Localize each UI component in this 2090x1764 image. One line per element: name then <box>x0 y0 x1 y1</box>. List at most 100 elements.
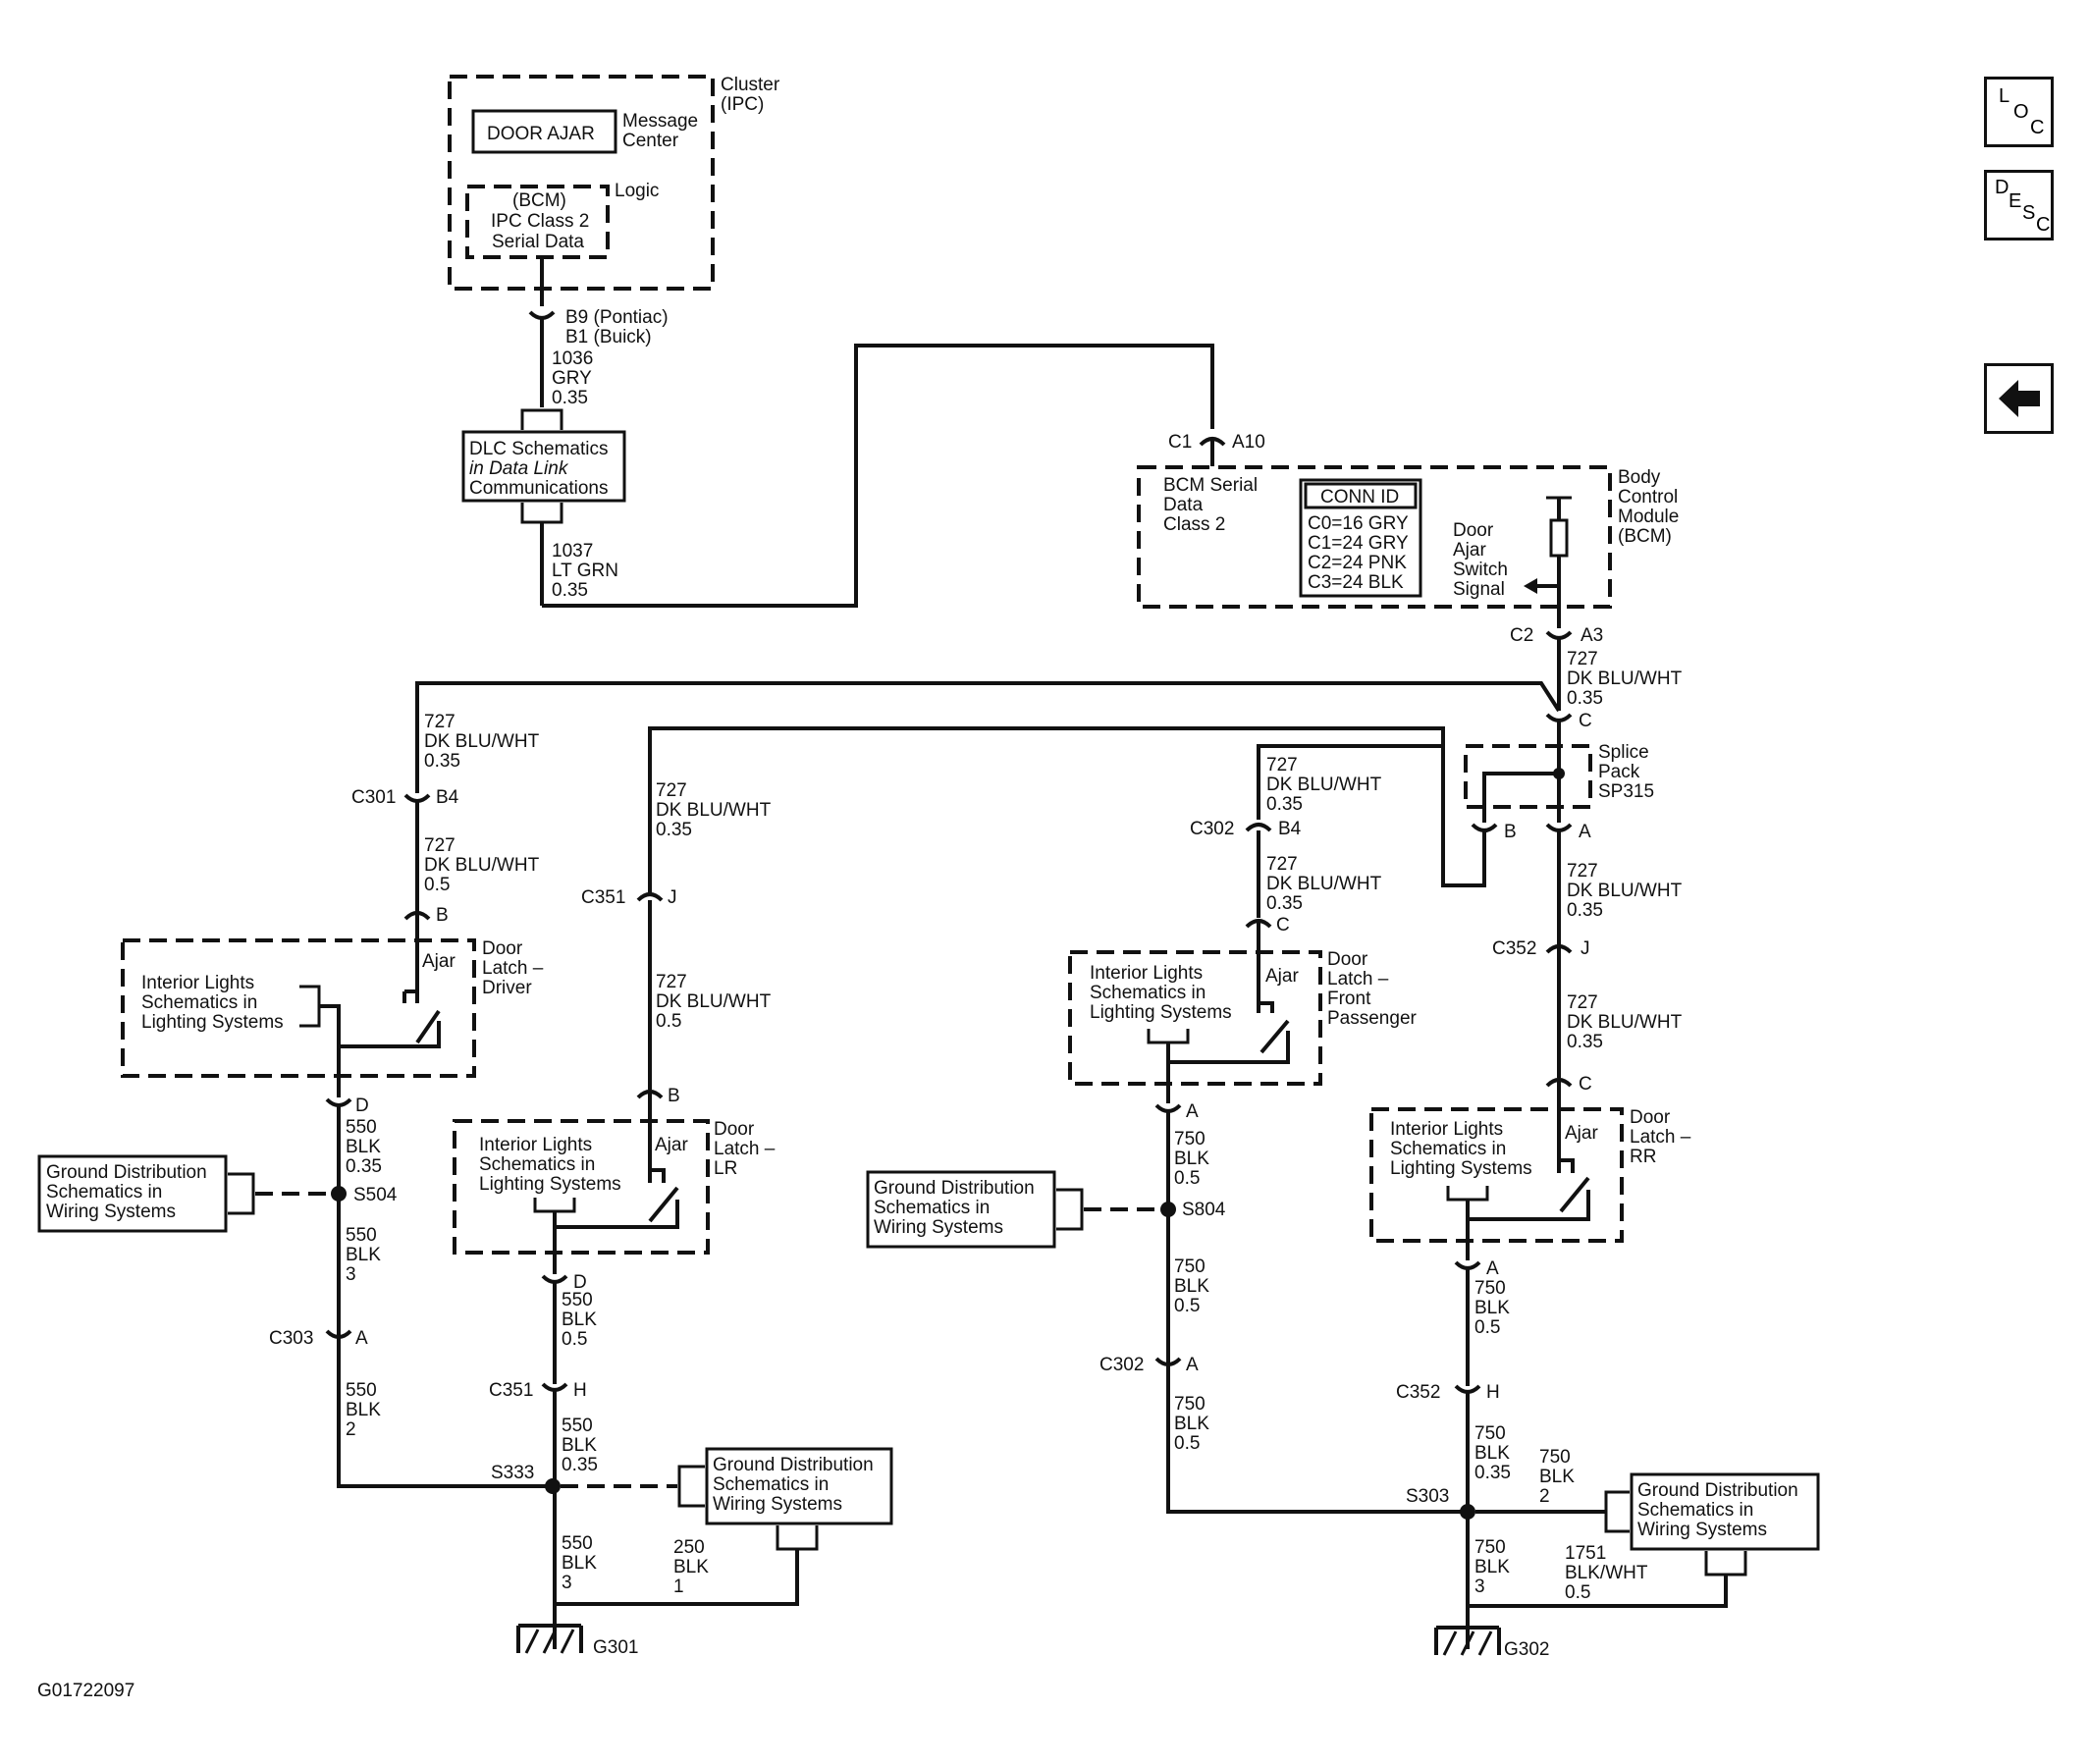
fp-latch-label-1: Door <box>1327 949 1368 970</box>
bcm-name-1: Body <box>1618 467 1661 488</box>
fp-w1-size: 0.35 <box>1266 794 1303 815</box>
splice-label-1: Splice <box>1598 742 1649 763</box>
rr-w4-color: BLK <box>1474 1443 1510 1464</box>
driver-w5-color: BLK <box>346 1400 381 1420</box>
rr-il-label-1: Interior Lights <box>1390 1119 1503 1140</box>
rr-il-label-3: Lighting Systems <box>1390 1158 1532 1179</box>
rr-w6-num: 1751 <box>1565 1543 1606 1564</box>
rr-w5-color: BLK <box>1474 1557 1510 1577</box>
back-button[interactable] <box>1984 363 2054 434</box>
s504-splice <box>331 1186 347 1202</box>
door-ajar-text: DOOR AJAR <box>487 124 595 144</box>
fp-w3-color: BLK <box>1174 1149 1209 1169</box>
lr-w6-color: BLK <box>673 1557 709 1577</box>
bcm-a10-label: A10 <box>1232 432 1265 453</box>
rr-w4-num: 750 <box>1474 1423 1506 1444</box>
s804-splice <box>1160 1202 1176 1217</box>
pullup-resistor-icon <box>1549 518 1569 558</box>
driver-gd-label-2: Schematics in <box>46 1182 162 1203</box>
driver-w1-size: 0.35 <box>424 751 460 772</box>
ipc-pin-label-2: B1 (Buick) <box>565 327 652 347</box>
lr-w2-size: 0.5 <box>656 1011 681 1032</box>
loc-button[interactable]: L O C <box>1984 77 2054 147</box>
lr-pin-b: B <box>668 1086 680 1106</box>
rr-gd-label-3: Wiring Systems <box>1637 1520 1767 1540</box>
fp-latch-label-2: Latch – <box>1327 969 1389 989</box>
g302-ground-icon <box>1434 1626 1501 1656</box>
fp-w2-size: 0.35 <box>1266 893 1303 914</box>
door-ajar-switch-label-2: Ajar <box>1453 540 1486 561</box>
lr-w3-size: 0.5 <box>562 1329 587 1350</box>
driver-ground-dist-box <box>37 1154 228 1233</box>
fp-w1-color: DK BLU/WHT <box>1266 775 1382 795</box>
driver-latch-label-2: Latch – <box>482 958 544 979</box>
driver-w5-size: 2 <box>346 1419 356 1440</box>
rr-w4-size: 0.35 <box>1474 1463 1511 1483</box>
ipc-pin-label-1: B9 (Pontiac) <box>565 307 669 328</box>
door-ajar-display <box>471 109 617 154</box>
conn-id-title: CONN ID <box>1320 487 1399 508</box>
bcm-c1-connector <box>1199 437 1226 447</box>
w727-bcm-size: 0.35 <box>1567 688 1603 709</box>
conn-id-c2: C2=24 PNK <box>1308 553 1407 573</box>
driver-w5-num: 550 <box>346 1380 377 1401</box>
driver-ajar-label: Ajar <box>422 951 456 972</box>
rr-c-connector <box>1545 1078 1573 1088</box>
s804-label: S804 <box>1182 1200 1226 1220</box>
door-ajar-switch-label-1: Door <box>1453 520 1494 541</box>
rr-w6-size: 0.5 <box>1565 1582 1590 1603</box>
s504-label: S504 <box>353 1185 398 1205</box>
dlc-label-3: Communications <box>469 478 609 499</box>
driver-w2-size: 0.5 <box>424 875 450 895</box>
signal-arrow-icon <box>1524 578 1537 594</box>
desc-letter-d: D <box>1995 177 2010 198</box>
lr-w1-color: DK BLU/WHT <box>656 800 772 821</box>
lr-latch-label-1: Door <box>714 1119 755 1140</box>
fp-w5-size: 0.5 <box>1174 1433 1200 1454</box>
fp-ajar-label: Ajar <box>1265 966 1299 987</box>
lr-gd-label-3: Wiring Systems <box>713 1494 842 1515</box>
splice-b-connector <box>1471 823 1498 832</box>
fp-pin-a: A <box>1186 1101 1199 1122</box>
lr-latch-label-3: LR <box>714 1158 737 1179</box>
s333-label: S333 <box>491 1463 534 1483</box>
lr-il-label-3: Lighting Systems <box>479 1174 621 1195</box>
rr-w1-color: DK BLU/WHT <box>1567 881 1683 901</box>
driver-il-label-2: Schematics in <box>141 992 257 1013</box>
rr-w3-color: BLK <box>1474 1298 1510 1318</box>
c303-pin: A <box>355 1328 368 1349</box>
lr-w5-color: BLK <box>562 1553 597 1574</box>
fp-gd-label-2: Schematics in <box>874 1198 990 1218</box>
fp-w3-size: 0.5 <box>1174 1168 1200 1189</box>
fp-latch-boundary <box>1068 950 1322 1086</box>
dlc-box <box>461 430 626 503</box>
rr-w1-size: 0.35 <box>1567 900 1603 921</box>
desc-button[interactable]: D E S C <box>1984 170 2054 241</box>
splice-pack-boundary <box>1464 744 1592 809</box>
s303-splice <box>1460 1504 1475 1520</box>
lr-ajar-label: Ajar <box>655 1135 688 1155</box>
c352-h-pin: H <box>1486 1382 1500 1403</box>
c352-j-label: C352 <box>1492 938 1536 959</box>
fp-w4-color: BLK <box>1174 1276 1209 1297</box>
ipc-label: (IPC) <box>721 94 764 115</box>
rr-gd-label-2: Schematics in <box>1637 1500 1753 1521</box>
c351-j-pin: J <box>668 887 677 908</box>
w727-bcm-color: DK BLU/WHT <box>1567 668 1683 689</box>
fp-w4-size: 0.5 <box>1174 1296 1200 1316</box>
c351-h-pin: H <box>573 1380 587 1401</box>
ipc-cluster: DOOR AJAR Message Center Logic (BCM) IPC… <box>448 75 780 291</box>
s303-label: S303 <box>1406 1486 1449 1507</box>
lr-w6-num: 250 <box>673 1537 705 1558</box>
rr-latch-label-1: Door <box>1630 1107 1671 1128</box>
bcm-name-4: (BCM) <box>1618 526 1672 547</box>
door-ajar-switch-label-3: Switch <box>1453 560 1508 580</box>
lr-w6-size: 1 <box>673 1577 684 1597</box>
rr-w4b-color: BLK <box>1539 1467 1575 1487</box>
lr-gd-label-2: Schematics in <box>713 1474 829 1495</box>
cluster-label: Cluster <box>721 75 780 95</box>
lr-w4-size: 0.35 <box>562 1455 598 1475</box>
left-arrow-icon <box>1999 380 2040 417</box>
wire-1036-size: 0.35 <box>552 388 588 408</box>
